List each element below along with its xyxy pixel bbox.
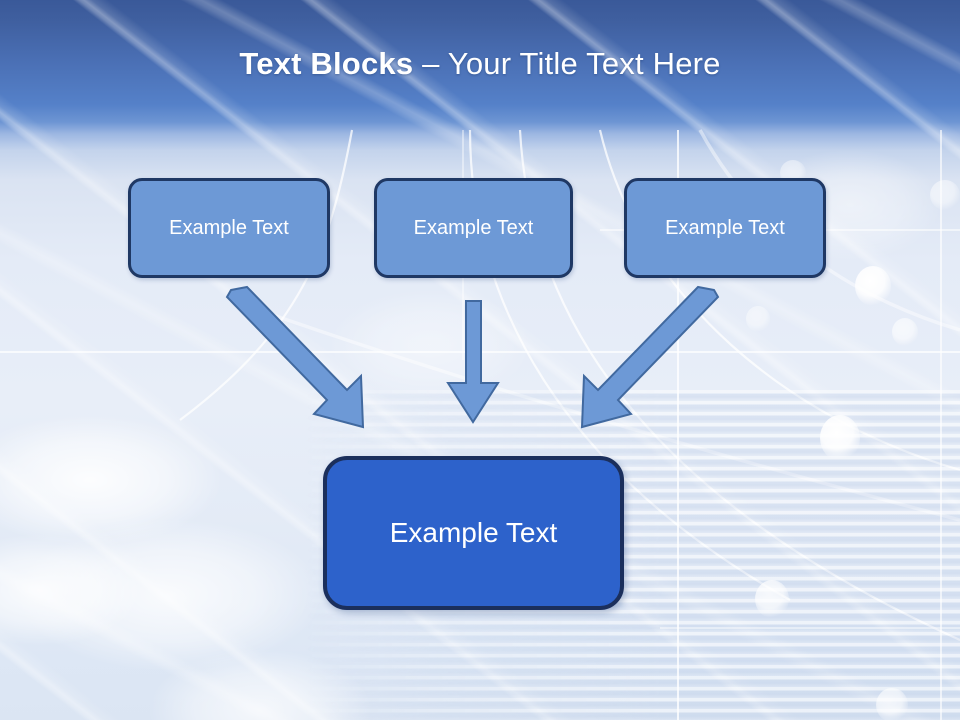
background-node-dot	[876, 688, 908, 720]
source-box-2[interactable]: Example Text	[374, 178, 573, 278]
background-glow-blob	[20, 520, 320, 670]
slide-title: Text Blocks – Your Title Text Here	[0, 46, 960, 82]
background-grid-line-vertical	[940, 130, 942, 720]
background-grid-line-horizontal	[0, 351, 960, 353]
slide-title-bold: Text Blocks	[239, 46, 414, 81]
target-box-label: Example Text	[389, 517, 558, 548]
background-grid-line-horizontal	[660, 627, 960, 629]
slide-title-separator: –	[413, 46, 448, 81]
background-node-dot	[892, 318, 918, 346]
source-box-1-label: Example Text	[169, 216, 289, 239]
source-box-1[interactable]: Example Text	[128, 178, 330, 278]
background-glow-blob	[150, 650, 370, 720]
target-box[interactable]: Example Text	[323, 456, 624, 610]
background-node-dot	[820, 415, 860, 461]
source-box-2-label: Example Text	[413, 216, 534, 239]
source-box-3[interactable]: Example Text	[624, 178, 826, 278]
background-glow-blob	[0, 415, 220, 545]
background-glow-blob	[330, 290, 530, 400]
background-node-dot	[855, 266, 891, 306]
background-node-dot	[755, 580, 789, 618]
background-node-dot	[930, 180, 960, 210]
source-box-3-label: Example Text	[665, 216, 785, 239]
background-node-dot	[746, 306, 770, 332]
slide-title-regular: Your Title Text Here	[447, 46, 721, 81]
background-glow-blob	[0, 535, 140, 645]
